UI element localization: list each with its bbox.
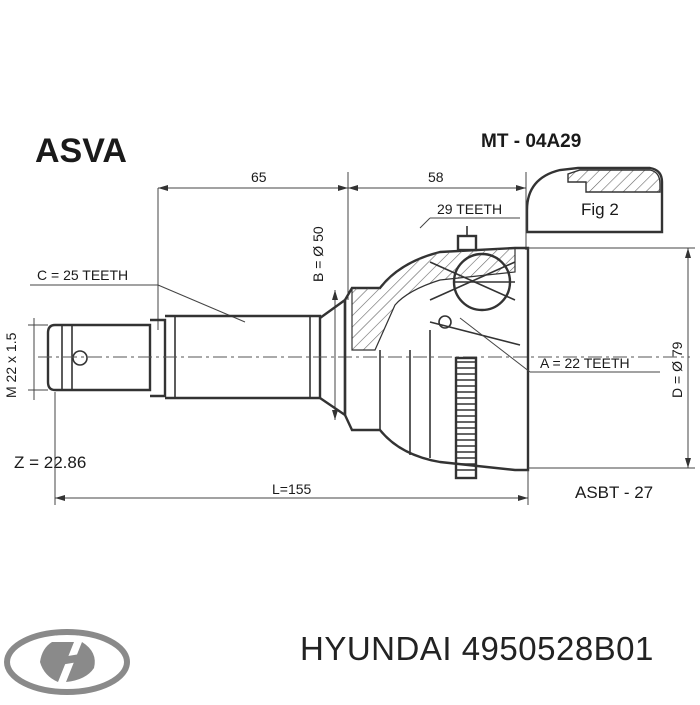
b-diameter-label: B = Ø 50 bbox=[310, 226, 326, 282]
d-diameter-callout: D = Ø 79 bbox=[528, 247, 695, 469]
fig-2-detail: Fig 2 bbox=[525, 166, 664, 234]
thread-callout: M 22 x 1.5 bbox=[3, 318, 48, 400]
thread-label: M 22 x 1.5 bbox=[3, 332, 19, 398]
hyundai-logo-icon bbox=[4, 629, 130, 695]
top-dimensions: 65 58 bbox=[157, 169, 527, 330]
joint-housing bbox=[343, 226, 530, 472]
length-b-label: 58 bbox=[428, 169, 444, 185]
c-teeth-callout: C = 25 TEETH bbox=[30, 267, 246, 323]
fig-label: Fig 2 bbox=[581, 200, 619, 219]
b-diameter-callout: B = Ø 50 bbox=[310, 226, 338, 420]
abs-ring-label: ASBT - 27 bbox=[575, 483, 653, 502]
length-a-label: 65 bbox=[251, 169, 267, 185]
c-teeth-label: C = 25 TEETH bbox=[37, 267, 128, 283]
abs-ring bbox=[454, 356, 478, 480]
z-value-label: Z = 22.86 bbox=[14, 453, 86, 472]
manufacturer-name: HYUNDAI bbox=[300, 630, 453, 667]
outer-teeth-callout: 29 TEETH bbox=[419, 201, 520, 229]
total-length-label: L=155 bbox=[272, 481, 312, 497]
outer-teeth-label: 29 TEETH bbox=[437, 201, 502, 217]
d-diameter-label: D = Ø 79 bbox=[669, 341, 685, 398]
brand-title: ASVA bbox=[35, 132, 127, 170]
footer-oem: HYUNDAI 4950528B01 bbox=[300, 630, 654, 668]
total-length-dimension: L=155 bbox=[54, 392, 529, 505]
a-teeth-callout: A = 22 TEETH bbox=[459, 317, 660, 373]
a-teeth-label: A = 22 TEETH bbox=[540, 355, 630, 371]
part-code: MT - 04A29 bbox=[481, 131, 581, 152]
oem-number: 4950528B01 bbox=[461, 630, 654, 667]
